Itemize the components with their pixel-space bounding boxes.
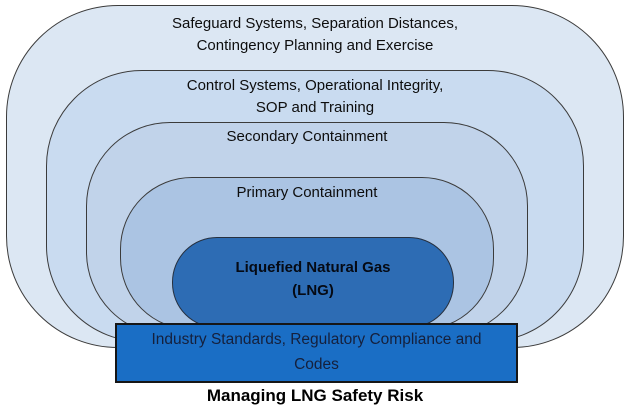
layer-safeguard-label: Safeguard Systems, Separation Distances,… (7, 13, 623, 57)
layer-lng-line2: (LNG) (292, 282, 334, 299)
layer-lng-core: Liquefied Natural Gas (LNG) (172, 237, 454, 328)
layer-secondary-label: Secondary Containment (87, 126, 527, 148)
layer-secondary-line1: Secondary Containment (226, 128, 388, 145)
layer-safeguard-line1: Safeguard Systems, Separation Distances, (172, 15, 458, 32)
layer-control-label: Control Systems, Operational Integrity, … (47, 75, 583, 119)
base-bar-industry-standards: Industry Standards, Regulatory Complianc… (115, 323, 518, 383)
layer-primary-line1: Primary Containment (236, 184, 378, 201)
layer-lng-label: Liquefied Natural Gas (LNG) (173, 256, 453, 302)
layer-safeguard-line2: Contingency Planning and Exercise (196, 37, 434, 54)
layer-control-line1: Control Systems, Operational Integrity, (186, 77, 444, 94)
base-bar-line1: Industry Standards, Regulatory Complianc… (151, 331, 482, 348)
base-bar-label: Industry Standards, Regulatory Complianc… (117, 327, 516, 377)
base-bar-line2: Codes (294, 356, 339, 373)
diagram-caption: Managing LNG Safety Risk (206, 386, 424, 405)
layer-primary-label: Primary Containment (121, 182, 493, 204)
layer-lng-line1: Liquefied Natural Gas (235, 259, 391, 276)
layer-control-line2: SOP and Training (255, 99, 375, 116)
